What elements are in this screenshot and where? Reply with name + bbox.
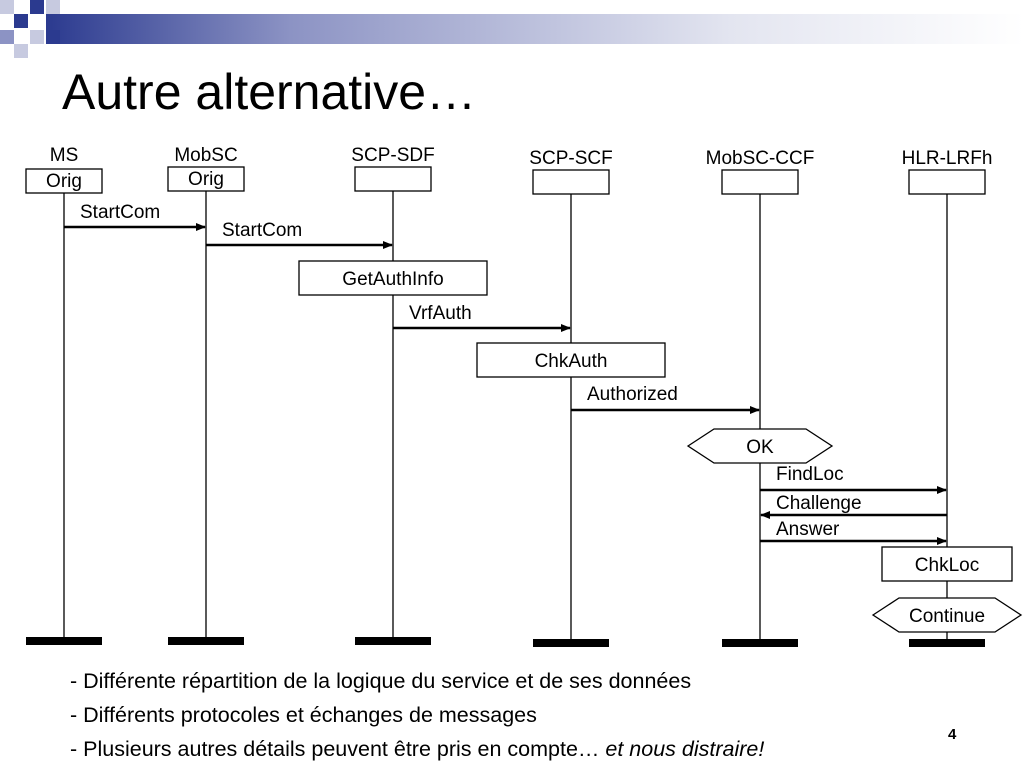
entity-name: SCP-SCF <box>529 148 612 169</box>
message-arrow: StartCom <box>206 220 393 249</box>
decor-square <box>30 30 44 44</box>
entity-box-label: Orig <box>188 169 224 190</box>
entity-name: SCP-SDF <box>351 145 434 166</box>
decor-square <box>46 30 60 44</box>
bullet-list: - Différente répartition de la logique d… <box>70 664 764 766</box>
bullet-text: - Différents protocoles et échanges de m… <box>70 703 537 727</box>
message-arrow: Challenge <box>760 493 947 519</box>
lifeline-base <box>533 639 609 647</box>
bullet-item: - Différents protocoles et échanges de m… <box>70 698 764 732</box>
entity-box <box>721 169 799 195</box>
message-label: FindLoc <box>776 464 844 485</box>
bullet-text: - Plusieurs autres détails peuvent être … <box>70 737 606 761</box>
entity-box <box>532 169 610 195</box>
lifeline-base <box>722 639 798 647</box>
bullet-item: - Différente répartition de la logique d… <box>70 664 764 698</box>
entity-name: MobSC <box>174 145 237 166</box>
page-number: 4 <box>948 726 957 743</box>
action-box: ChkLoc <box>881 546 1013 582</box>
entity-box <box>25 168 103 194</box>
slide-title: Autre alternative… <box>62 64 477 120</box>
decision-shape <box>686 428 834 464</box>
decor-square <box>14 44 28 58</box>
decision-hexagon: Continue <box>871 597 1023 633</box>
bullet-item: - Plusieurs autres détails peuvent être … <box>70 732 764 766</box>
entity-mobsc-ccf: MobSC-CCF <box>706 148 815 647</box>
decision-label: OK <box>746 437 774 458</box>
decor-square <box>0 0 14 14</box>
action-label: ChkAuth <box>535 351 608 372</box>
entity-mobsc: MobSC Orig <box>167 145 245 645</box>
bullet-text: - Différente répartition de la logique d… <box>70 669 692 693</box>
action-rect <box>881 546 1013 582</box>
message-label: Challenge <box>776 493 862 514</box>
entity-box-label: Orig <box>46 171 82 192</box>
entity-name: HLR-LRFh <box>902 148 993 169</box>
action-box: GetAuthInfo <box>298 260 488 296</box>
decision-hexagon: OK <box>686 428 834 464</box>
entity-box <box>908 169 986 195</box>
action-box: ChkAuth <box>476 342 666 378</box>
message-arrow: Answer <box>760 519 947 545</box>
action-rect <box>298 260 488 296</box>
entity-ms: MS Orig <box>25 145 103 645</box>
action-label: ChkLoc <box>915 555 979 576</box>
lifeline-base <box>168 637 244 645</box>
message-arrow: Authorized <box>571 384 760 414</box>
decision-label: Continue <box>909 606 985 627</box>
lifeline-base <box>909 639 985 647</box>
decision-shape <box>871 597 1023 633</box>
entity-name: MS <box>50 145 79 166</box>
entity-name: MobSC-CCF <box>706 148 815 169</box>
lifeline-base <box>355 637 431 645</box>
message-label: StartCom <box>222 220 302 241</box>
action-rect <box>476 342 666 378</box>
decor-square <box>30 0 44 14</box>
message-arrow: StartCom <box>64 202 206 231</box>
message-arrow: FindLoc <box>760 464 947 494</box>
header-band <box>46 14 1024 44</box>
entity-scp-scf: SCP-SCF <box>529 148 613 647</box>
decor-square <box>14 14 28 28</box>
message-label: Answer <box>776 519 840 540</box>
message-arrow: VrfAuth <box>393 303 571 332</box>
bullet-emphasis: et nous distraire! <box>605 737 765 761</box>
header-decoration <box>0 0 1024 58</box>
message-label: VrfAuth <box>409 303 472 324</box>
message-label: Authorized <box>587 384 678 405</box>
entity-box <box>354 166 432 192</box>
entity-box <box>167 166 245 192</box>
action-label: GetAuthInfo <box>342 269 443 290</box>
message-label: StartCom <box>80 202 160 223</box>
decor-square <box>46 0 60 14</box>
decor-square <box>0 30 14 44</box>
entity-scp-sdf: SCP-SDF <box>351 145 435 645</box>
lifeline-base <box>26 637 102 645</box>
